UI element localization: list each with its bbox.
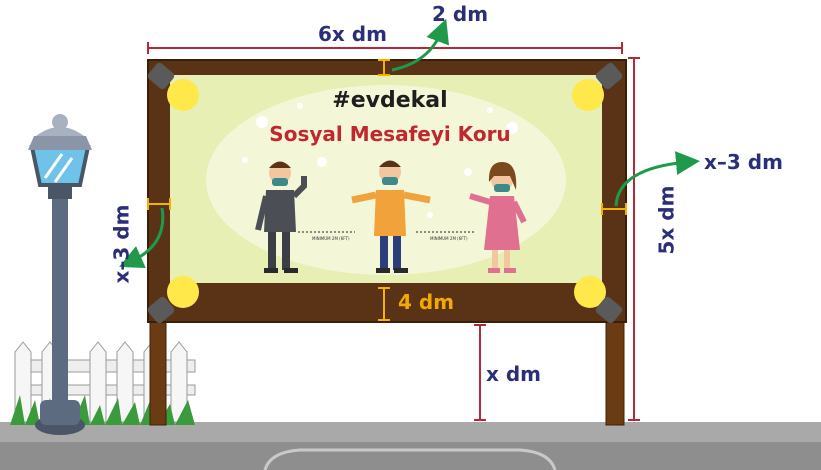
post-left [149,309,167,426]
left-margin-arrow [119,207,165,269]
post-right [605,309,625,426]
grass [10,395,195,425]
width-label: 6x dm [318,22,387,46]
spotlight-bottom-right [574,276,623,324]
billboard-slogan: Sosyal Mesafeyi Koru [269,122,511,146]
top-margin-label: 2 dm [432,2,489,26]
person-woman [469,162,527,273]
height-dimension-line [628,57,640,421]
height-label: 5x dm [654,185,679,255]
person-businessman [255,161,307,273]
distance-note-right: MINIMUM 2M (6FT) [430,236,468,241]
road-marking [263,448,557,470]
post-height-label: x dm [486,362,542,386]
road [0,442,821,470]
right-margin-arrow [614,151,700,207]
post-height-dimension-line [474,324,486,421]
right-margin-marker [601,203,627,215]
left-margin-label: x–3 dm [109,204,134,284]
bottom-margin-marker [378,287,390,321]
spotlight-top-left [147,62,199,111]
sparkle-decorations [242,103,518,218]
sidewalk-curb [0,422,821,442]
left-margin-marker [147,198,171,210]
width-dimension-line [147,42,623,54]
billboard-hashtag: #evdekal [332,88,448,113]
person-center-arms-out [351,160,431,273]
spotlight-bottom-left [147,276,199,324]
top-margin-arrow [391,18,450,72]
distance-note-left: MINIMUM 2M (6FT) [312,236,350,241]
top-margin-marker [378,59,390,76]
street-lamp [28,114,92,435]
spotlight-top-right [572,62,623,111]
bottom-margin-label: 4 dm [398,290,455,314]
right-margin-label: x–3 dm [704,150,783,174]
